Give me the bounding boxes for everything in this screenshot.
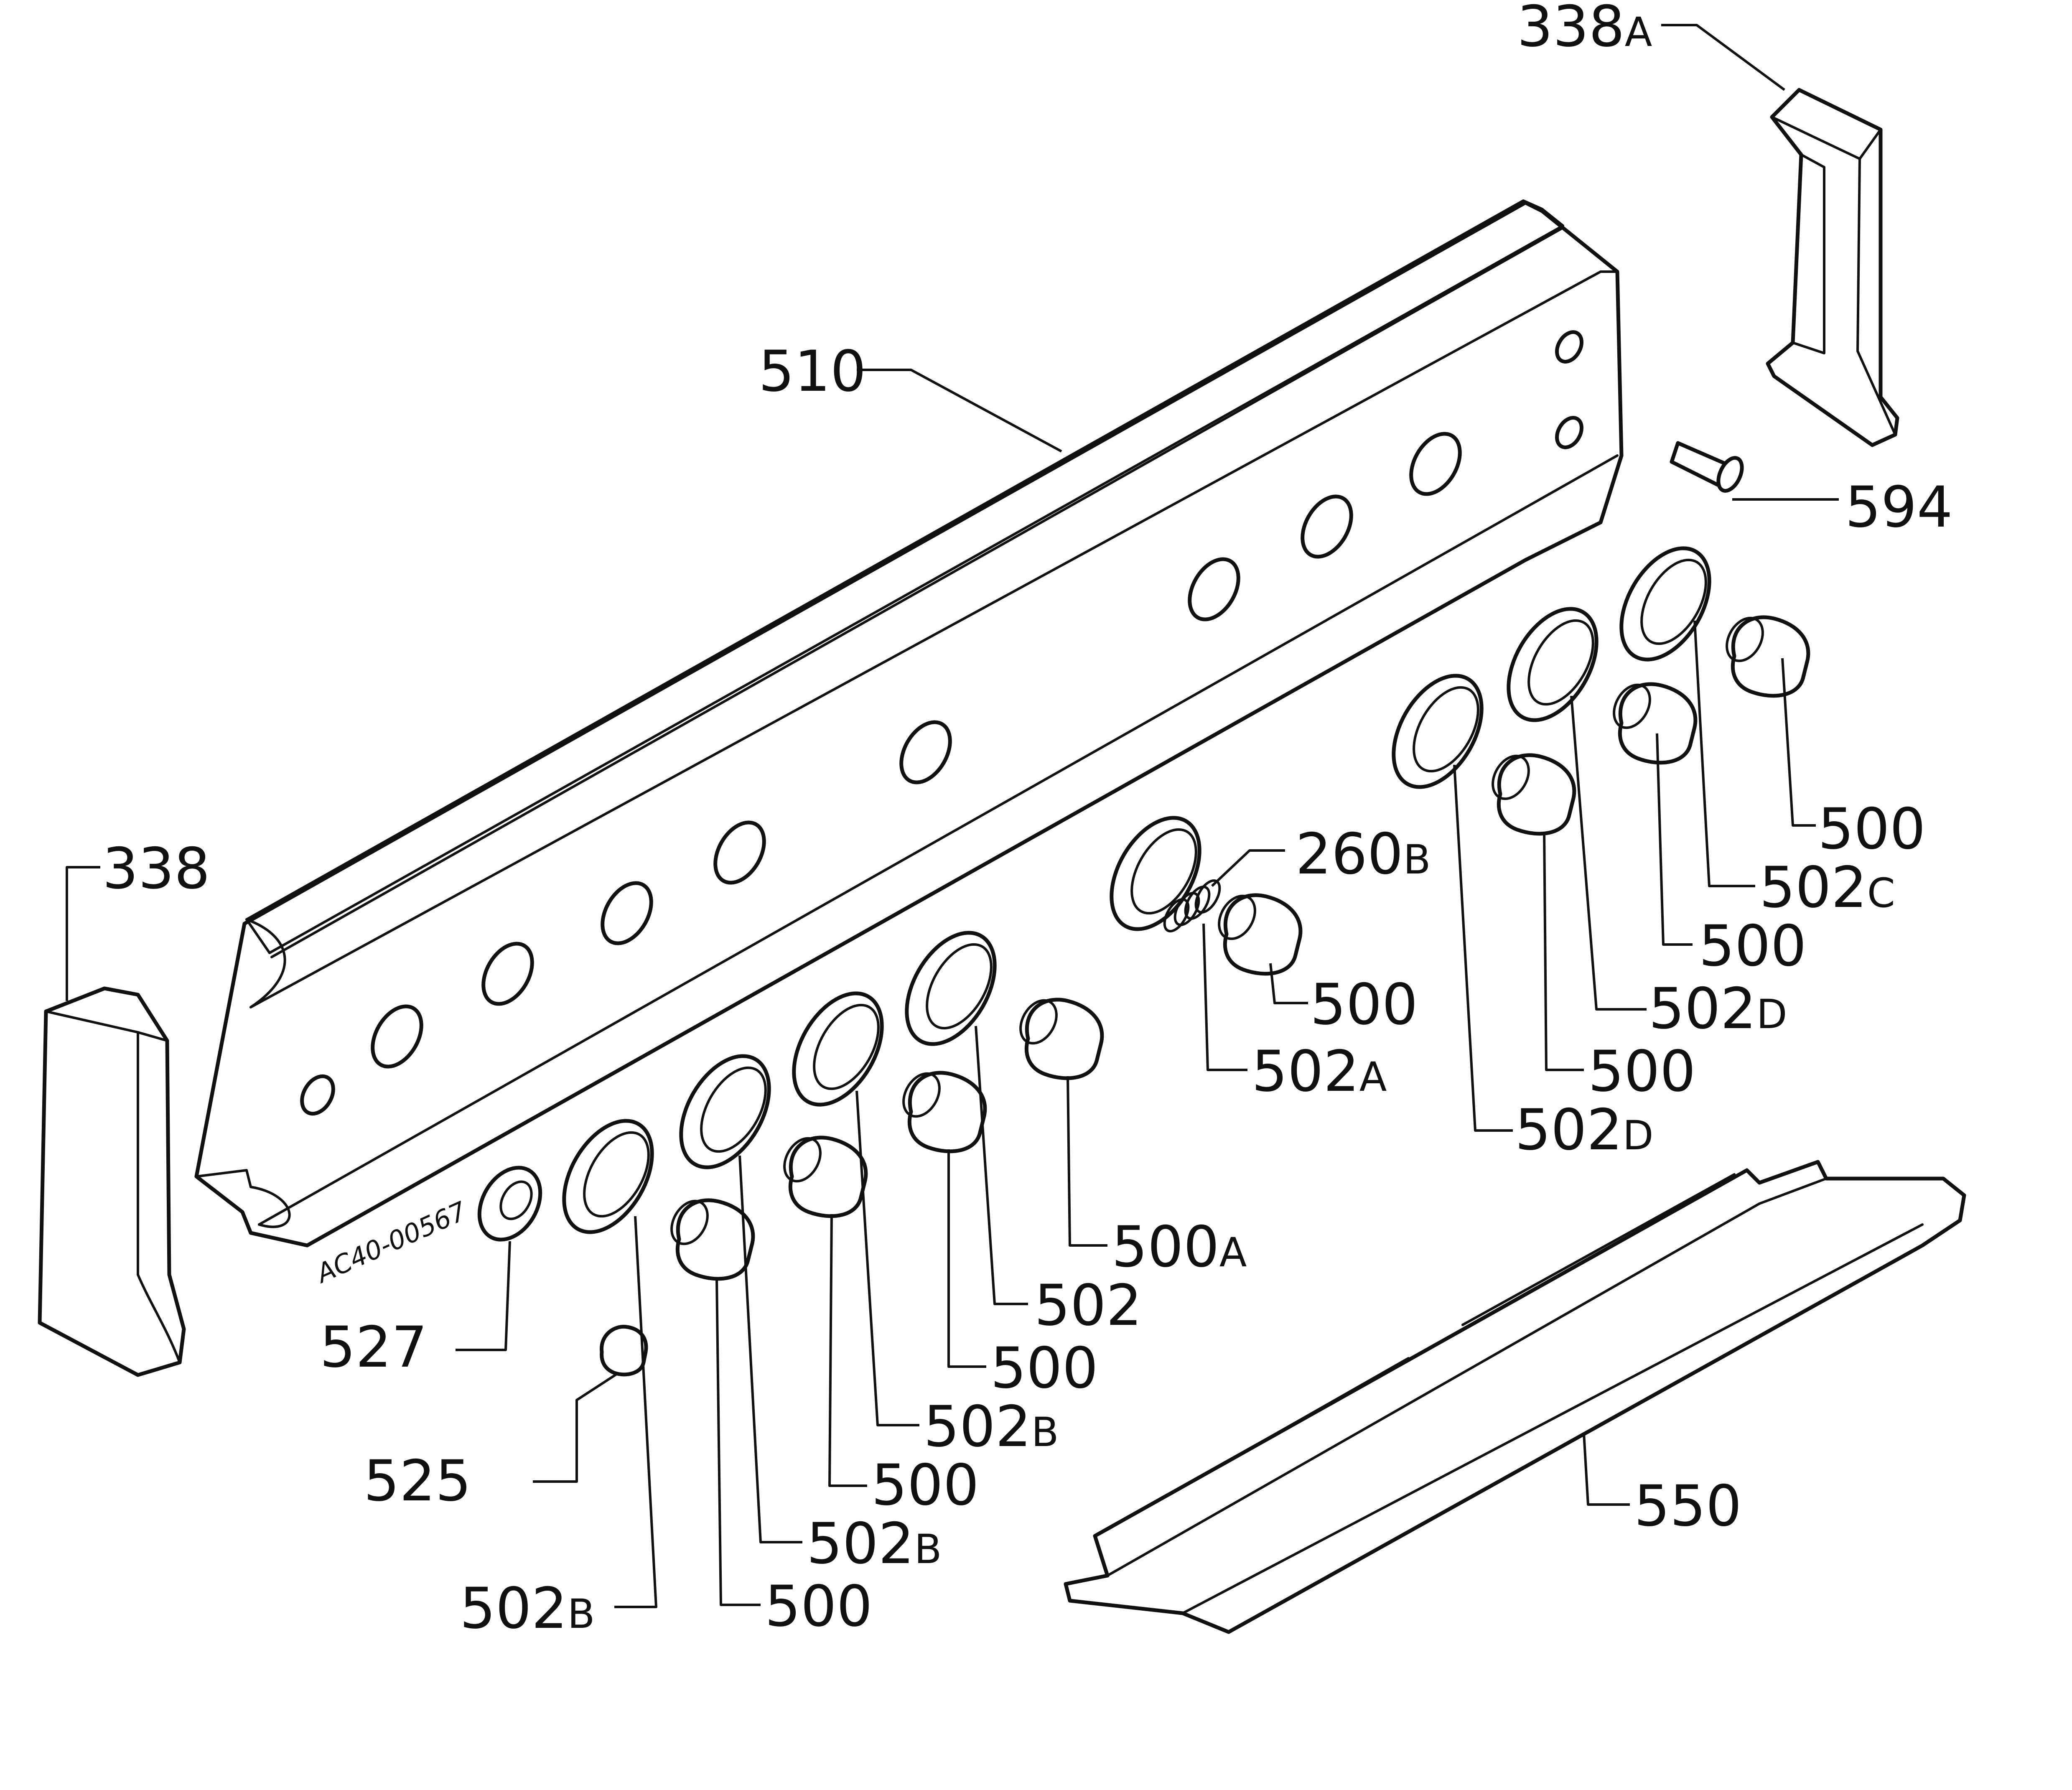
knob-r3 (1492, 753, 1576, 836)
bezel-502d-upper (1507, 607, 1599, 722)
right-end-cap (1766, 88, 1899, 447)
callout-502-c: 502 (1034, 1273, 1142, 1338)
callout-500-c1: 500 (990, 1335, 1098, 1401)
knob-500a (1019, 998, 1104, 1080)
callout-500-r1: 500 (1818, 796, 1926, 862)
grommet (477, 1166, 542, 1242)
bezel-502 (905, 931, 997, 1046)
callout-550: 550 (1634, 1473, 1742, 1539)
callout-502b-3: 502B (460, 1576, 595, 1641)
small-pin (600, 1324, 648, 1377)
spring (1163, 879, 1221, 932)
callout-594: 594 (1845, 474, 1953, 540)
callout-338a: 338A (1517, 0, 1652, 59)
bezel-502a (1110, 816, 1201, 931)
callout-labels: 338A 510 594 338 260B 500 502C 500 502D … (102, 0, 1953, 1641)
callout-502b-1: 502B (924, 1394, 1059, 1459)
screw (1670, 441, 1744, 493)
callout-510: 510 (759, 339, 866, 404)
knob-r1 (1726, 615, 1810, 698)
bezel-502c (1619, 546, 1711, 662)
knob-mid (1218, 893, 1303, 976)
knob-3 (902, 1071, 987, 1153)
callout-502d-r2: 502D (1515, 1097, 1654, 1163)
callout-500-c2: 500 (871, 1452, 979, 1518)
callout-502c: 502C (1759, 855, 1895, 920)
trim-strip (1064, 1160, 1966, 1634)
callout-500-c3: 500 (765, 1574, 873, 1639)
callout-502d-r1: 502D (1649, 976, 1787, 1041)
callout-338: 338 (102, 836, 210, 901)
knob-2 (783, 1136, 868, 1218)
bezel-502b-left (562, 1119, 654, 1234)
callout-525: 525 (364, 1448, 471, 1514)
knob-1 (670, 1198, 755, 1281)
callout-500a: 500A (1112, 1214, 1247, 1280)
callout-502b-2: 502B (807, 1511, 942, 1576)
bezel-rings (562, 546, 1711, 1234)
callout-260b: 260B (1296, 821, 1431, 887)
left-end-cap (38, 986, 186, 1377)
callout-500-r3: 500 (1588, 1039, 1696, 1104)
bezel-502b-mid (679, 1054, 771, 1169)
callout-502a: 502A (1252, 1039, 1387, 1104)
callout-500-mid: 500 (1310, 972, 1418, 1037)
knob-r2 (1613, 682, 1698, 765)
bezel-502b-right (792, 991, 884, 1107)
callout-527: 527 (320, 1314, 428, 1380)
control-knobs (670, 615, 1810, 1281)
bezel-502d-lower (1392, 674, 1484, 789)
leader-lines (66, 24, 1839, 1608)
callout-500-r2: 500 (1699, 913, 1807, 979)
